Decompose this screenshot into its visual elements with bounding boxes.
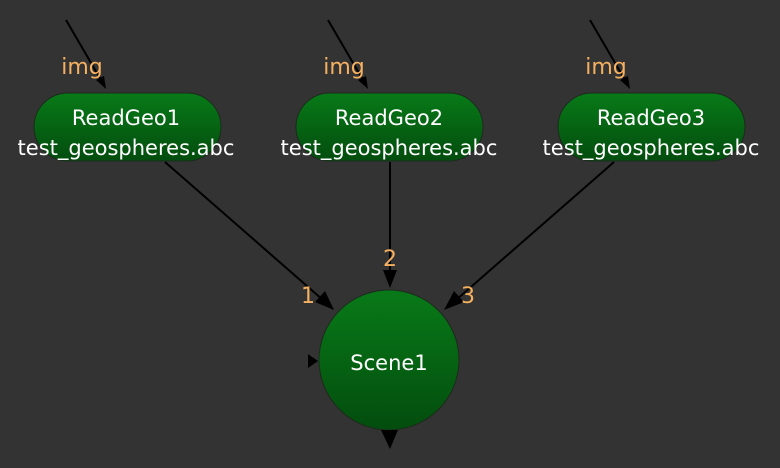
node-readgeo2[interactable]: ReadGeo2 test_geospheres.abc [281,92,498,162]
node-body[interactable] [557,92,746,162]
mask-input-arrow-icon[interactable] [308,354,318,368]
edge-readgeo1-to-scene1[interactable] [164,161,334,310]
arrowhead-icon [315,291,334,310]
edge-readgeo3-to-scene1[interactable] [444,161,615,310]
node-readgeo1[interactable]: ReadGeo1 test_geospheres.abc [18,92,235,162]
edge-into-readgeo1[interactable] [65,19,106,89]
node-readgeo3[interactable]: ReadGeo3 test_geospheres.abc [543,92,760,162]
edge-into-readgeo3[interactable] [589,19,630,89]
port-label-img-2: img [323,55,365,80]
output-arrow-icon[interactable] [381,430,398,449]
node-file: test_geospheres.abc [543,136,760,161]
arrowhead-icon [620,76,630,89]
edge-readgeo2-to-scene1[interactable] [383,162,397,288]
node-label: ReadGeo3 [597,106,705,130]
input-label-1: 1 [301,284,315,309]
node-body[interactable] [33,92,222,162]
port-label-img-1: img [61,55,103,80]
input-label-2: 2 [383,247,397,272]
arrowhead-icon [96,76,106,89]
node-file: test_geospheres.abc [18,136,235,161]
arrowhead-icon [383,270,397,288]
node-body[interactable] [295,92,484,162]
arrowhead-icon [444,291,464,310]
node-scene1[interactable]: Scene1 [318,289,460,431]
arrowhead-icon [358,76,368,89]
node-label: ReadGeo2 [335,106,443,130]
port-label-img-3: img [585,55,627,80]
input-label-3: 3 [461,284,475,309]
edge-into-readgeo2[interactable] [327,19,368,89]
node-file: test_geospheres.abc [281,136,498,161]
node-label: ReadGeo1 [72,106,180,130]
node-label: Scene1 [350,351,427,375]
